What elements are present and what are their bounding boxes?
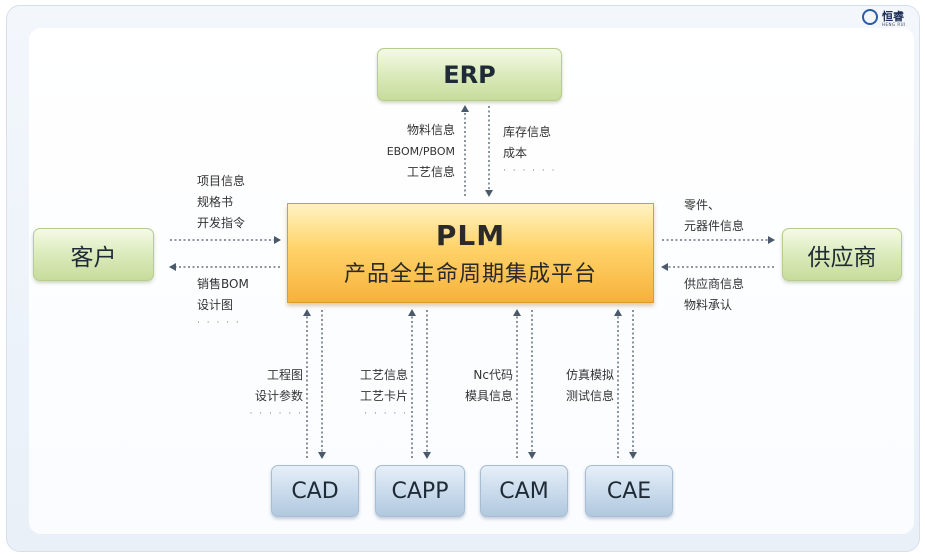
supplier-box: 供应商 bbox=[782, 228, 902, 281]
label-ellipsis: · · · · · bbox=[197, 318, 241, 328]
label-line: 仿真模拟 bbox=[565, 368, 614, 382]
cam-box: CAM bbox=[480, 465, 568, 517]
cad-label: CAD bbox=[291, 478, 339, 504]
cam-label: CAM bbox=[499, 478, 549, 504]
label-ellipsis: · · · · · · bbox=[503, 166, 557, 176]
logo-icon bbox=[862, 9, 878, 25]
label-plm-to-erp: 物料信息 EBOM/PBOM 工艺信息 bbox=[387, 120, 455, 183]
erp-label: ERP bbox=[443, 60, 496, 89]
label-line: 设计参数 bbox=[254, 389, 303, 403]
label-line: 测试信息 bbox=[565, 389, 614, 403]
cae-label: CAE bbox=[606, 478, 652, 504]
cad-box: CAD bbox=[271, 465, 359, 517]
label-line: 元器件信息 bbox=[684, 219, 745, 233]
customer-box: 客户 bbox=[33, 228, 154, 281]
plm-subtitle: 产品全生命周期集成平台 bbox=[343, 261, 597, 287]
supplier-label: 供应商 bbox=[807, 244, 877, 271]
plm-title: PLM bbox=[435, 218, 506, 252]
erp-box: ERP bbox=[377, 48, 562, 101]
label-customer-to-plm: 项目信息 规格书 开发指令 bbox=[197, 171, 245, 234]
label-line: 工艺信息 bbox=[406, 165, 455, 179]
label-cad: 工程图 设计参数 · · · · · · bbox=[250, 365, 303, 421]
label-line: 设计图 bbox=[197, 298, 234, 312]
label-plm-to-supplier: 零件、 元器件信息 bbox=[684, 195, 744, 237]
label-line: 供应商信息 bbox=[684, 277, 745, 291]
label-line: 物料信息 bbox=[406, 123, 455, 137]
capp-box: CAPP bbox=[375, 465, 465, 517]
label-plm-to-customer: 销售BOM 设计图 · · · · · bbox=[197, 274, 249, 330]
label-cae: 仿真模拟 测试信息 bbox=[566, 365, 614, 407]
capp-label: CAPP bbox=[391, 478, 449, 504]
company-logo: 恒睿 HENG RUI bbox=[862, 8, 910, 30]
label-line: EBOM/PBOM bbox=[386, 145, 455, 158]
label-cam: Nc代码 模具信息 bbox=[465, 365, 513, 407]
label-capp: 工艺信息 工艺卡片 · · · · · bbox=[360, 365, 408, 421]
label-ellipsis: · · · · · bbox=[364, 409, 408, 419]
label-line: 模具信息 bbox=[464, 389, 513, 403]
label-line: 工艺卡片 bbox=[359, 389, 408, 403]
customer-label: 客户 bbox=[70, 244, 117, 271]
label-ellipsis: · · · · · · bbox=[249, 409, 303, 419]
label-line: 销售BOM bbox=[197, 277, 249, 291]
label-line: 成本 bbox=[503, 146, 528, 160]
label-line: 零件、 bbox=[684, 198, 721, 212]
label-erp-to-plm: 库存信息 成本 · · · · · · bbox=[503, 122, 556, 178]
label-line: 规格书 bbox=[197, 195, 234, 209]
label-line: 物料承认 bbox=[684, 298, 733, 312]
plm-box: PLM 产品全生命周期集成平台 bbox=[287, 203, 654, 303]
cae-box: CAE bbox=[585, 465, 673, 517]
label-line: 工程图 bbox=[266, 368, 303, 382]
label-supplier-to-plm: 供应商信息 物料承认 bbox=[684, 274, 744, 316]
logo-name: 恒睿 bbox=[882, 10, 904, 23]
label-line: 工艺信息 bbox=[359, 368, 408, 382]
label-line: Nc代码 bbox=[473, 368, 513, 382]
label-line: 项目信息 bbox=[197, 174, 246, 188]
label-line: 库存信息 bbox=[503, 125, 552, 139]
label-line: 开发指令 bbox=[197, 216, 246, 230]
logo-subtitle: HENG RUI bbox=[882, 22, 906, 27]
